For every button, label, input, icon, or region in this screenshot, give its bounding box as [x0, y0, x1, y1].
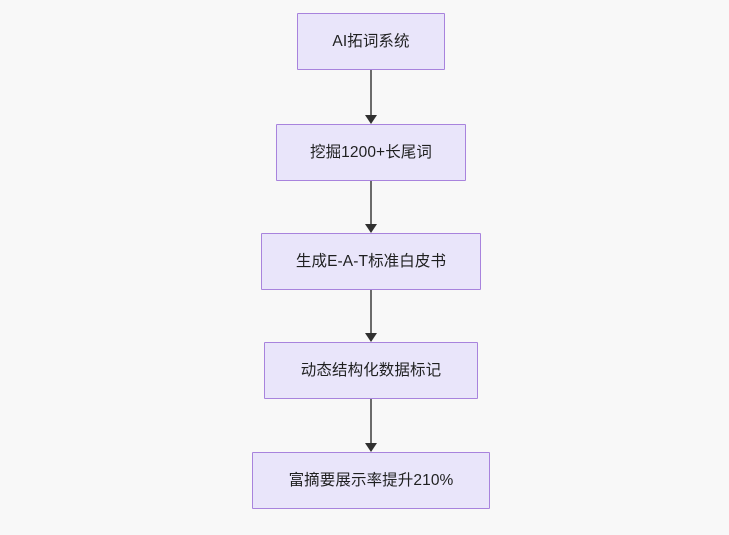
flow-edge	[365, 399, 377, 452]
flow-edge	[365, 290, 377, 342]
flow-node-label: 挖掘1200+长尾词	[309, 143, 433, 161]
edge-line	[370, 399, 372, 444]
flow-node-label: 富摘要展示率提升210%	[288, 471, 454, 489]
edge-line	[370, 70, 372, 116]
flow-edge	[365, 70, 377, 124]
edge-line	[370, 290, 372, 334]
flow-node[interactable]: 动态结构化数据标记	[264, 342, 478, 399]
flow-edge	[365, 181, 377, 233]
flow-node[interactable]: 富摘要展示率提升210%	[252, 452, 490, 509]
flow-node[interactable]: 生成E-A-T标准白皮书	[261, 233, 481, 290]
flow-node-label: 生成E-A-T标准白皮书	[295, 252, 447, 270]
flow-node[interactable]: 挖掘1200+长尾词	[276, 124, 466, 181]
arrowhead-icon	[365, 443, 377, 452]
flow-node-label: AI拓词系统	[332, 32, 410, 50]
arrowhead-icon	[365, 115, 377, 124]
edge-line	[370, 181, 372, 225]
arrowhead-icon	[365, 333, 377, 342]
flow-node-label: 动态结构化数据标记	[300, 361, 442, 379]
flow-node[interactable]: AI拓词系统	[297, 13, 445, 70]
arrowhead-icon	[365, 224, 377, 233]
